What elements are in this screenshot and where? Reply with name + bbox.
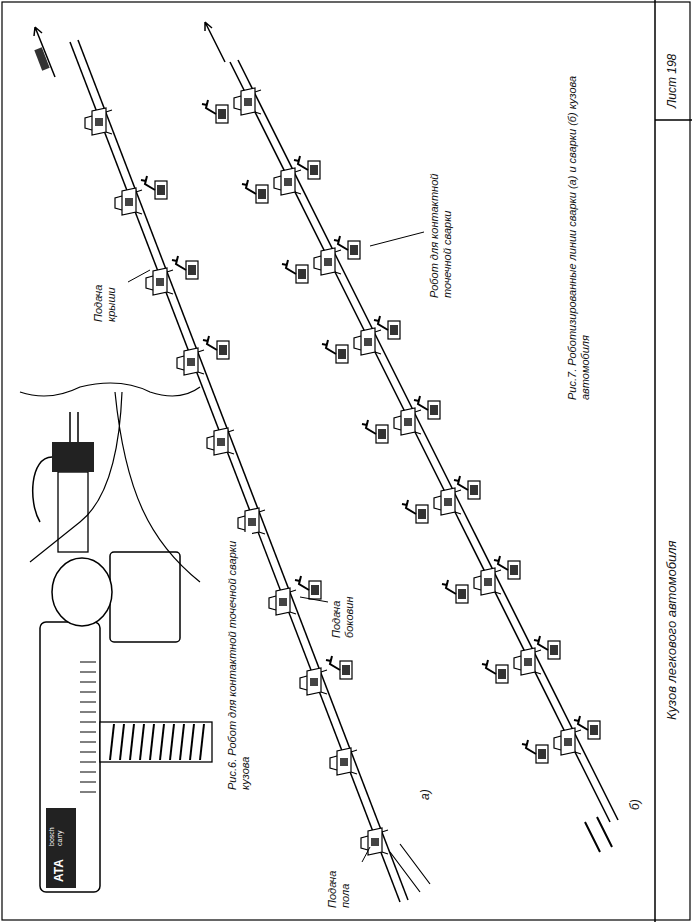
robot-label: Робот для контактной точечной сварки xyxy=(428,170,454,300)
feed-label: Подача крыши xyxy=(92,254,118,324)
subfigure-letter: а) xyxy=(418,778,432,802)
feed-label: Подача боковин xyxy=(330,570,356,640)
subfigure-letter: б) xyxy=(628,788,642,812)
sheet-number: Лист 198 xyxy=(665,10,679,110)
brand-mark: ATA xyxy=(52,850,66,884)
feed-label: Подача пола xyxy=(326,850,352,910)
figure-caption: Рис.7. Роботизированные линии сварки (а)… xyxy=(566,62,592,402)
figure-caption: Рис.6. Робот для контактной точечной сва… xyxy=(226,532,252,792)
sheet-title: Кузов легкового автомобиля xyxy=(664,462,680,722)
brand-text: bosch carry xyxy=(48,810,65,848)
